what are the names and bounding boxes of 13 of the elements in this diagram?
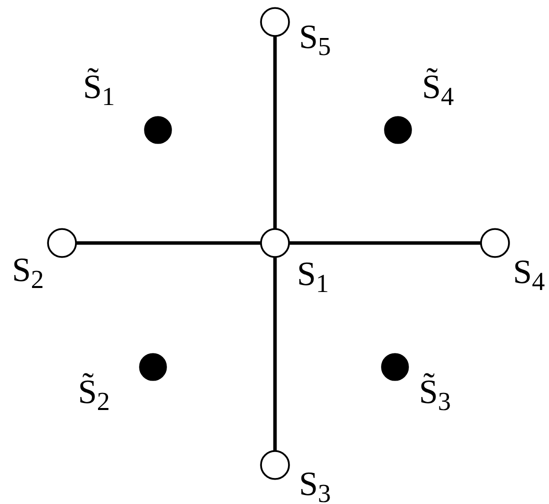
site-label: S$_{2}$ (12, 253, 44, 289)
site-label: S̃$_{1}$ (83, 70, 115, 106)
site-label: S$_{4}$ (513, 255, 545, 291)
site-label: S$_{5}$ (299, 20, 331, 56)
connector-line (273, 36, 277, 229)
connector-line (273, 257, 277, 451)
connector-line (76, 241, 261, 245)
site-label: S̃$_{3}$ (419, 375, 451, 411)
site-label: S̃$_{4}$ (422, 70, 454, 106)
site-label: S̃$_{2}$ (78, 375, 110, 411)
connector-line (289, 241, 481, 245)
site-label: S$_{1}$ (297, 257, 329, 293)
site-label: S$_{3}$ (299, 467, 331, 503)
